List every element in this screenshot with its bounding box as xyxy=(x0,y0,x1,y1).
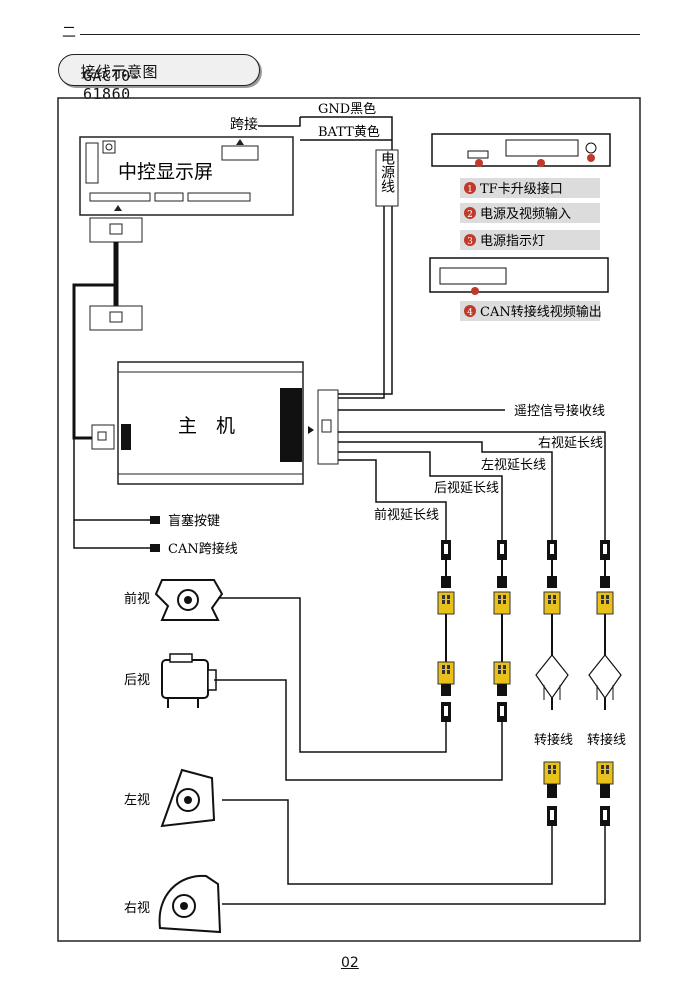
right-camera xyxy=(158,874,222,934)
bridge-label: 跨接 xyxy=(230,116,258,133)
can-bridge-plug xyxy=(150,544,160,552)
display-label: 中控显示屏 xyxy=(118,161,213,183)
legend-text-3: 电源指示灯 xyxy=(480,234,545,249)
left-view-label: 左视 xyxy=(124,793,150,808)
batt-label: BATT黄色 xyxy=(318,124,380,140)
front-view-label: 前视 xyxy=(124,591,150,607)
legend-num-1: 1 xyxy=(467,185,473,195)
module-top xyxy=(431,133,611,167)
host-label: 主 机 xyxy=(178,415,235,437)
rear-camera xyxy=(161,653,217,708)
host-unit xyxy=(91,361,339,485)
right-ext-label: 右视延长线 xyxy=(538,436,603,451)
legend-text-4: CAN转接线视频输出 xyxy=(480,304,602,320)
legend-bar-4 xyxy=(460,301,600,321)
legend-bar-3 xyxy=(460,230,600,250)
can-bridge-label: CAN跨接线 xyxy=(168,541,238,557)
rear-view-label: 后视 xyxy=(124,673,150,688)
legend-text-1: TF卡升级接口 xyxy=(480,181,563,197)
title-pill: GACT0-61860 接线示意图 xyxy=(58,54,260,103)
page-number: 02 xyxy=(341,955,359,971)
adapter-label-2: 转接线 xyxy=(587,732,626,748)
power-line-label: 电源线 xyxy=(379,151,395,193)
legend-bar-2 xyxy=(460,203,600,223)
legend-num-4: 4 xyxy=(467,308,473,318)
front-ext-label: 前视延长线 xyxy=(374,507,439,523)
right-ext-chain xyxy=(588,540,622,826)
display-connector xyxy=(89,217,143,243)
header-rule xyxy=(80,34,640,35)
left-camera xyxy=(160,768,216,828)
front-ext-chain xyxy=(437,540,455,722)
gnd-label: GND黑色 xyxy=(318,101,376,117)
legend-text-2: 电源及视频输入 xyxy=(480,206,571,222)
front-camera xyxy=(154,579,224,621)
right-view-label: 右视 xyxy=(124,901,150,916)
harness-connector xyxy=(89,305,143,331)
power-line-box xyxy=(375,149,399,207)
module-bottom xyxy=(429,257,609,295)
left-ext-label: 左视延长线 xyxy=(481,458,546,473)
display-unit xyxy=(79,136,294,216)
remote-label: 遥控信号接收线 xyxy=(514,403,605,419)
rear-ext-label: 后视延长线 xyxy=(434,481,499,496)
legend-bar-1 xyxy=(460,178,600,198)
blind-key-plug xyxy=(150,516,160,524)
rear-ext-chain xyxy=(493,540,511,722)
diagram-border xyxy=(57,97,641,942)
left-ext-chain xyxy=(535,540,569,826)
legend-num-3: 3 xyxy=(467,237,473,247)
blind-key-label: 盲塞按键 xyxy=(168,513,220,529)
legend-num-2: 2 xyxy=(467,210,473,220)
header-mark: 二 xyxy=(62,25,76,41)
adapter-label-1: 转接线 xyxy=(534,732,573,748)
title-suffix: 接线示意图 xyxy=(80,63,159,81)
